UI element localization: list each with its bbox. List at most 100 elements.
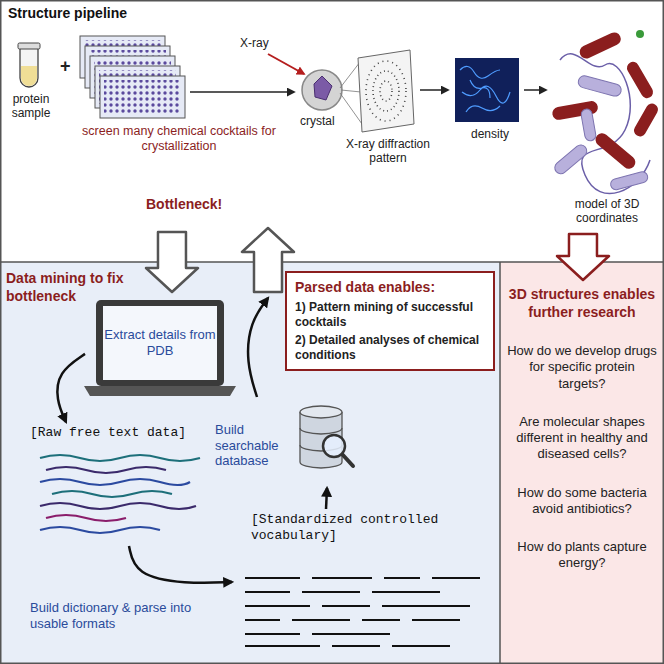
- vocabulary-lines-part: [312, 577, 372, 579]
- panel-grounds-part: [0, 0, 664, 262]
- node-body-text: How do some bacteria avoid antibiotics?: [507, 485, 657, 518]
- bottleneck-label: Bottleneck!: [146, 196, 246, 212]
- panel-heading: Data mining to fix bottleneck: [6, 270, 142, 305]
- vocabulary-lines-part: [372, 591, 440, 593]
- laptop-icon-part: [103, 306, 217, 380]
- crystallization-plates-part: [104, 80, 181, 114]
- node-body-text: 2) Detailed analyses of chemical conditi…: [295, 333, 485, 363]
- protein-model-part: [593, 131, 638, 172]
- vocabulary-lines-part: [302, 591, 360, 593]
- vocabulary-lines-part: [245, 645, 320, 647]
- vocabulary-lines-part: [392, 645, 450, 647]
- flow-arrow: [57, 354, 85, 422]
- crystal-part: [314, 76, 332, 100]
- diffraction-pattern-part: [358, 50, 414, 132]
- vocabulary-lines-part: [432, 577, 480, 579]
- node-text: Parsed data enables:: [295, 279, 485, 297]
- diffraction-pattern-part: [341, 90, 361, 92]
- node-text: Build searchable database: [215, 422, 295, 469]
- label-slot: +: [60, 56, 76, 77]
- raw-text-lines-part: [46, 467, 166, 473]
- node-text: [Raw free text data]: [30, 425, 210, 441]
- step-arrows-part: [268, 54, 304, 74]
- node-text: Extract details from PDB: [104, 327, 216, 358]
- flow-arrow: [248, 298, 268, 397]
- raw-text-lines-part: [46, 515, 126, 521]
- crystallization-plates-part: [100, 76, 185, 118]
- step-arrows-part: [524, 89, 546, 91]
- step-arrows-part: [420, 89, 448, 91]
- vocabulary-lines-part: [312, 633, 390, 635]
- database-icon-part: [342, 454, 353, 466]
- electron-density-part: [460, 66, 510, 112]
- database-icon-part: [323, 435, 345, 457]
- electron-density: [455, 58, 519, 122]
- database: Build searchable database: [215, 400, 355, 485]
- protein-model-part: [632, 101, 660, 138]
- parse-step-label: Build dictionary & parse into usable for…: [30, 600, 210, 631]
- diffraction-pattern-part: [380, 81, 392, 101]
- label-slot: X-ray diffraction pattern: [334, 137, 442, 166]
- panel-grounds-part: [499, 262, 501, 664]
- raw-text-lines-part: [40, 479, 190, 485]
- database-icon-part: [300, 406, 342, 418]
- crystallization-plates: [80, 36, 185, 118]
- database-icon: [300, 406, 353, 468]
- vocabulary-block: [Standardized controlled vocabulary]: [235, 512, 495, 652]
- panel-grounds-part: [500, 262, 664, 664]
- vocabulary-lines: [245, 578, 480, 646]
- flow-arrow: [129, 546, 232, 583]
- label-slot: Bottleneck!: [146, 196, 246, 212]
- laptop-icon: [84, 300, 236, 396]
- parsed-data-box: Parsed data enables:1) Pattern mining of…: [285, 271, 495, 371]
- plus-sign: +: [60, 56, 76, 77]
- label-slot: density: [460, 127, 520, 141]
- laptop-icon-part: [96, 300, 224, 386]
- vocabulary-lines-part: [245, 633, 300, 635]
- raw-text-lines-part: [40, 503, 196, 509]
- panel-heading: Structure pipeline: [8, 5, 228, 21]
- diffraction-pattern-part: [340, 93, 362, 124]
- node-body-text: How do plants capture energy?: [507, 539, 657, 572]
- panel-grounds-part: [0, 262, 500, 664]
- protein-model-part: [609, 171, 649, 191]
- sample-label: protein sample: [0, 92, 62, 121]
- text-slot: Structure pipeline: [8, 5, 228, 21]
- node-body-text: How do we develop drugs for specific pro…: [507, 343, 657, 392]
- node-text: [Standardized controlled vocabulary]: [251, 512, 495, 545]
- vocabulary-lines-part: [382, 605, 470, 607]
- diffraction-pattern-part: [366, 61, 406, 121]
- label-slot: model of 3D coordinates: [552, 197, 662, 226]
- sample-tube: [18, 43, 40, 87]
- protein-model-part: [580, 108, 596, 141]
- protein-model: [551, 30, 660, 194]
- block-arrow: [146, 232, 198, 292]
- step-arrows-part: [190, 91, 294, 93]
- label-slot: screen many chemical cocktails for cryst…: [74, 124, 284, 154]
- vocabulary-lines-part: [384, 577, 420, 579]
- crystal-label: crystal: [300, 114, 350, 128]
- label-slot: protein sample: [0, 92, 62, 121]
- xray-label: X-ray: [240, 36, 284, 50]
- vocabulary-lines-part: [292, 619, 350, 621]
- vocabulary-lines-part: [245, 605, 310, 607]
- raw-text-lines-part: [52, 491, 172, 497]
- model-label: model of 3D coordinates: [552, 197, 662, 226]
- block-arrow: [557, 234, 609, 280]
- label-slot: X-ray: [240, 36, 284, 50]
- density-label: density: [460, 127, 520, 141]
- vocabulary-lines-part: [245, 619, 280, 621]
- electron-density-part: [455, 58, 519, 122]
- diffraction-pattern-part: [373, 71, 399, 111]
- label-slot: crystal: [300, 114, 350, 128]
- diffraction-pattern: [340, 50, 414, 132]
- label-slot: Build dictionary & parse into usable for…: [30, 600, 210, 631]
- sample-tube-part: [18, 43, 40, 49]
- laptop-icon-part: [84, 386, 236, 396]
- vocabulary-lines-part: [332, 645, 380, 647]
- protein-model-part: [625, 60, 655, 101]
